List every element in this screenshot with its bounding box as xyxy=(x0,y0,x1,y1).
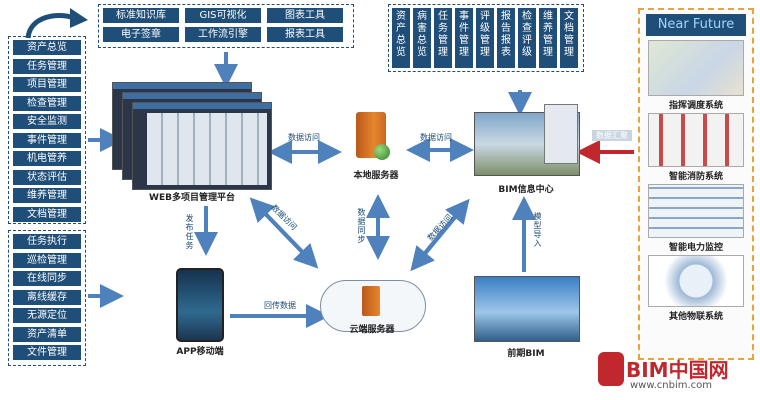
tool-item: 报表工具 xyxy=(267,27,343,42)
app-phone xyxy=(176,268,224,342)
watermark-brand: BIM中国网 xyxy=(626,358,729,382)
cloud-server-icon xyxy=(362,286,380,316)
tool-item: 电子签章 xyxy=(103,27,179,42)
left-top-menu: 资产总览任务管理项目管理检查管理安全监测事件管理机电管养状态评估维养管理文档管理 xyxy=(8,36,86,224)
bim-center-label: BIM信息中心 xyxy=(498,185,554,195)
app-label: APP移动端 xyxy=(176,347,224,357)
curved-arrow-icon xyxy=(25,8,88,39)
left-menu-item: 维养管理 xyxy=(13,188,81,203)
left-menu-item: 任务管理 xyxy=(13,58,81,74)
module-item: 报告报表 xyxy=(497,8,515,68)
left-menu-item: 检查管理 xyxy=(13,95,81,111)
near-future-fire-thumb xyxy=(648,113,744,167)
near-future-title: Near Future xyxy=(646,14,746,36)
left-menu-item: 巡检管理 xyxy=(13,252,81,268)
module-item: 评级管理 xyxy=(476,8,494,68)
globe-icon xyxy=(374,144,390,160)
module-item: 文档管理 xyxy=(560,8,578,68)
left-menu-item: 资产清单 xyxy=(13,326,81,342)
label-data-access-right: 数据访问 xyxy=(420,133,452,142)
tool-item: 工作流引擎 xyxy=(185,27,261,42)
left-menu-item: 无源定位 xyxy=(13,308,81,323)
module-item: 病害总览 xyxy=(413,8,431,68)
right-modules-row: 资产总览病害总览任务管理事件管理评级管理报告报表检查评级维养管理文档管理 xyxy=(392,8,580,68)
left-bottom-menu-list: 任务执行巡检管理在线同步离线缓存无源定位资产清单文件管理 xyxy=(13,234,81,360)
left-menu-item: 文件管理 xyxy=(13,345,81,360)
left-menu-item: 在线同步 xyxy=(13,271,81,286)
watermark-url: www.cnbim.com xyxy=(630,380,713,391)
left-menu-item: 机电管养 xyxy=(13,151,81,166)
local-server-label: 本地服务器 xyxy=(353,171,399,181)
left-menu-item: 文档管理 xyxy=(13,206,81,222)
label-publish-task: 发布任务 xyxy=(185,214,194,250)
system-label-fire: 智能消防系统 xyxy=(668,172,723,182)
web-screen-front xyxy=(132,102,272,190)
tool-item: 图表工具 xyxy=(267,8,343,23)
left-menu-item: 安全监测 xyxy=(13,114,81,129)
label-data-summary: 数据汇聚 xyxy=(592,130,632,141)
tool-item: 标准知识库 xyxy=(103,8,179,23)
module-item: 事件管理 xyxy=(455,8,473,68)
label-model-import: 模型导入 xyxy=(533,212,542,248)
label-data-sync: 数据同步 xyxy=(357,208,366,244)
web-platform-label: WEB多项目管理平台 xyxy=(149,193,235,203)
system-label-power: 智能电力监控 xyxy=(668,243,723,253)
top-tools-panel: 标准知识库 GIS可视化图表工具电子签章工作流引擎报表工具 xyxy=(98,4,354,48)
left-bottom-menu: 任务执行巡检管理在线同步离线缓存无源定位资产清单文件管理 xyxy=(8,230,86,366)
left-menu-item: 项目管理 xyxy=(13,77,81,92)
module-item: 资产总览 xyxy=(392,8,410,68)
left-menu-item: 离线缓存 xyxy=(13,289,81,305)
right-modules-panel: 资产总览病害总览任务管理事件管理评级管理报告报表检查评级维养管理文档管理 xyxy=(388,4,584,72)
label-backhaul: 回传数据 xyxy=(264,301,296,310)
left-menu-item: 事件管理 xyxy=(13,132,81,148)
top-tools-grid: 标准知识库 GIS可视化图表工具电子签章工作流引擎报表工具 xyxy=(103,8,349,42)
tool-item: GIS可视化 xyxy=(185,8,261,23)
system-label-dispatch: 指挥调度系统 xyxy=(668,101,723,111)
left-top-menu-list: 资产总览任务管理项目管理检查管理安全监测事件管理机电管养状态评估维养管理文档管理 xyxy=(13,40,81,222)
near-future-map-thumb xyxy=(648,40,744,96)
early-bim-image xyxy=(474,276,580,342)
early-bim-label: 前期BIM xyxy=(507,349,545,359)
bim-center-screen-side xyxy=(544,104,578,164)
module-item: 任务管理 xyxy=(434,8,452,68)
left-menu-item: 资产总览 xyxy=(13,40,81,55)
module-item: 维养管理 xyxy=(539,8,557,68)
system-label-iot: 其他物联系统 xyxy=(668,312,723,322)
label-data-access-left: 数据访问 xyxy=(288,133,320,142)
watermark-b-logo xyxy=(598,352,624,386)
near-future-iot-thumb xyxy=(648,255,744,307)
near-future-panel: Near Future 指挥调度系统 智能消防系统 智能电力监控 其他物联系统 xyxy=(638,8,754,360)
near-future-power-thumb xyxy=(648,184,744,238)
cloud-server-label: 云端服务器 xyxy=(349,325,395,335)
module-item: 检查评级 xyxy=(518,8,536,68)
left-menu-item: 状态评估 xyxy=(13,169,81,185)
left-menu-item: 任务执行 xyxy=(13,234,81,249)
